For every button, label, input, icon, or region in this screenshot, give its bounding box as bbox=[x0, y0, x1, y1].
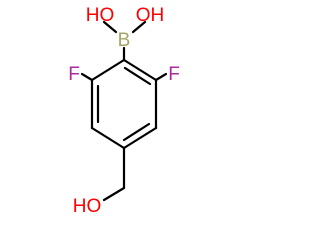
bond-ch2-oh bbox=[102, 186, 126, 202]
bond-c1-c2 bbox=[122, 58, 158, 82]
bond-c4-c5 bbox=[90, 126, 126, 150]
double-bond-c1-c2-inner bbox=[123, 66, 152, 86]
hydroxymethyl-oh-label: HO bbox=[73, 196, 102, 217]
bond-c3-c4 bbox=[122, 126, 158, 150]
hydroxyl-left-label: HO bbox=[86, 5, 115, 26]
substituent-bonds bbox=[80, 20, 168, 202]
molecule-structure: B HO OH F F HO bbox=[68, 5, 180, 217]
bond-boron-oh-left bbox=[102, 20, 118, 34]
benzene-ring bbox=[90, 58, 158, 150]
bond-boron-oh-right bbox=[131, 20, 147, 34]
fluorine-left-label: F bbox=[68, 64, 80, 85]
bond-c2-fluorine bbox=[154, 72, 168, 82]
bond-c6-c1 bbox=[90, 58, 126, 82]
double-bond-c3-c4-inner bbox=[122, 122, 151, 142]
boron-label: B bbox=[118, 30, 131, 51]
bond-c6-fluorine bbox=[80, 72, 94, 82]
fluorine-right-label: F bbox=[168, 64, 180, 85]
hydroxyl-right-label: OH bbox=[136, 5, 165, 26]
